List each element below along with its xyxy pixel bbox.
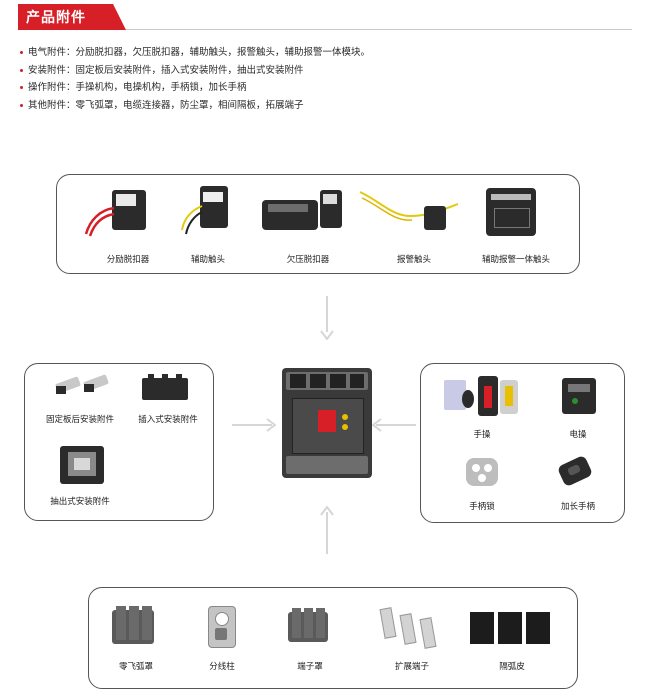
- right-item-label: 加长手柄: [560, 502, 595, 512]
- list-item: 操作附件：手操机构，电操机构，手柄锁，加长手柄: [18, 79, 578, 97]
- alarm-contact-image: [358, 186, 462, 238]
- right-item-label: 手操: [473, 430, 491, 440]
- section-title: 产品附件: [26, 10, 86, 26]
- shunt-release-image: [80, 190, 150, 240]
- molded-case-circuit-breaker-image: [282, 368, 372, 478]
- bottom-item-label: 零飞弧罩: [118, 662, 153, 672]
- motor-operator-image: [560, 378, 600, 416]
- arrow-right-head: [266, 418, 276, 432]
- accessory-list: 电气附件：分励脱扣器，欠压脱扣器，辅助触头，报警触头，辅助报警一体模块。 安装附…: [18, 44, 578, 114]
- list-item: 安装附件：固定板后安装附件，插入式安装附件，抽出式安装附件: [18, 62, 578, 80]
- top-item-label: 辅助触头: [190, 255, 225, 265]
- left-item-label: 固定板后安装附件: [45, 415, 114, 425]
- left-item-label: 插入式安装附件: [138, 415, 198, 425]
- arrow-down: [326, 296, 328, 332]
- phase-barrier-image: [470, 612, 554, 646]
- terminal-post-image: [206, 604, 236, 648]
- undervoltage-release-image: [262, 190, 344, 236]
- arrow-left: [376, 424, 416, 426]
- bottom-item-label: 分线柱: [209, 662, 235, 672]
- header-tab: [18, 4, 126, 30]
- bottom-item-label: 端子罩: [297, 662, 323, 672]
- top-item-label: 欠压脱扣器: [286, 255, 330, 265]
- top-item-label: 分励脱扣器: [106, 255, 150, 265]
- arc-cover-image: [112, 604, 156, 646]
- arrow-up: [326, 512, 328, 554]
- terminal-cover-image: [288, 606, 330, 646]
- other-accessories-panel: [88, 587, 578, 689]
- arrow-right: [232, 424, 272, 426]
- fixed-rear-mount-image: [54, 372, 114, 400]
- draw-out-mount-image: [58, 442, 106, 488]
- arrow-left-head: [372, 418, 382, 432]
- left-item-label: 抽出式安装附件: [50, 497, 110, 507]
- arrow-down-head: [320, 330, 334, 340]
- plug-in-mount-image: [142, 372, 190, 402]
- extension-terminal-image: [379, 607, 442, 649]
- bottom-item-label: 隔弧皮: [499, 662, 525, 672]
- arrow-up-head: [320, 506, 334, 516]
- extended-handle-image: [556, 454, 594, 488]
- auxiliary-alarm-module-image: [482, 186, 542, 240]
- manual-operator-image: [444, 376, 520, 420]
- list-item: 其他附件：零飞弧罩，电缆连接器，防尘罩，相间隔板，拓展端子: [18, 97, 578, 115]
- right-item-label: 电操: [569, 430, 587, 440]
- bottom-item-label: 扩展端子: [394, 662, 429, 672]
- right-item-label: 手柄锁: [469, 502, 495, 512]
- top-item-label: 辅助报警一体触头: [481, 255, 550, 265]
- header-divider: [18, 29, 632, 30]
- handle-lock-image: [462, 456, 502, 488]
- list-item: 电气附件：分励脱扣器，欠压脱扣器，辅助触头，报警触头，辅助报警一体模块。: [18, 44, 578, 62]
- auxiliary-contact-image: [178, 186, 234, 236]
- top-item-label: 报警触头: [396, 255, 431, 265]
